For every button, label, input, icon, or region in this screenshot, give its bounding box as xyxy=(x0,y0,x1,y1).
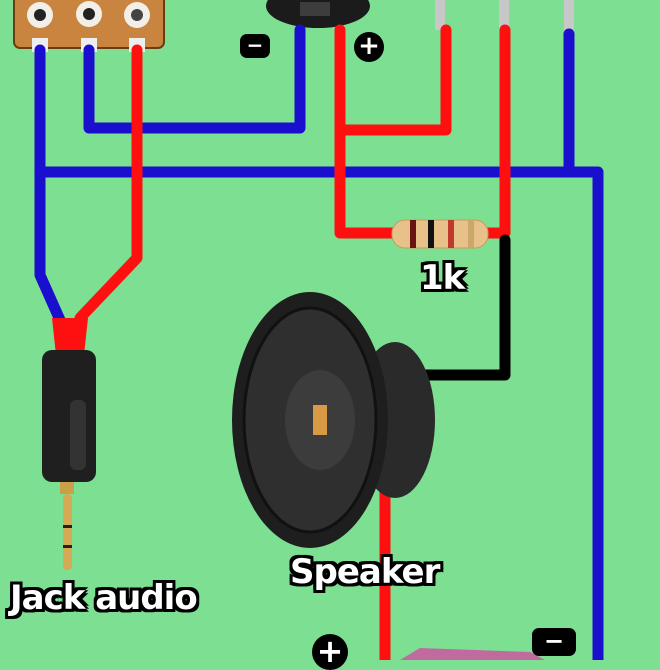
wire-signal xyxy=(394,234,511,381)
jack-label: Jack audio xyxy=(10,578,198,618)
battery-minus-sign: − xyxy=(532,628,576,656)
wire-negative xyxy=(83,44,306,134)
wire-positive xyxy=(74,44,143,324)
wire-negative xyxy=(34,166,604,660)
resistor-label: 1k xyxy=(420,258,465,298)
audio-jack xyxy=(42,318,96,570)
wire-positive xyxy=(334,24,452,136)
battery xyxy=(400,648,545,660)
resistor xyxy=(391,219,489,249)
speaker-label: Speaker xyxy=(290,552,440,592)
mic-minus-sign: − xyxy=(240,34,270,58)
microphone xyxy=(266,0,370,28)
battery-plus-sign: + xyxy=(312,634,348,670)
wire-negative xyxy=(34,44,66,326)
lead xyxy=(564,0,574,34)
speaker xyxy=(232,292,435,548)
mic-plus-sign: + xyxy=(354,32,384,62)
potentiometer xyxy=(13,0,165,52)
lead xyxy=(499,0,509,30)
wire-positive xyxy=(334,24,401,239)
lead xyxy=(435,0,445,30)
wire-positive xyxy=(479,24,511,239)
